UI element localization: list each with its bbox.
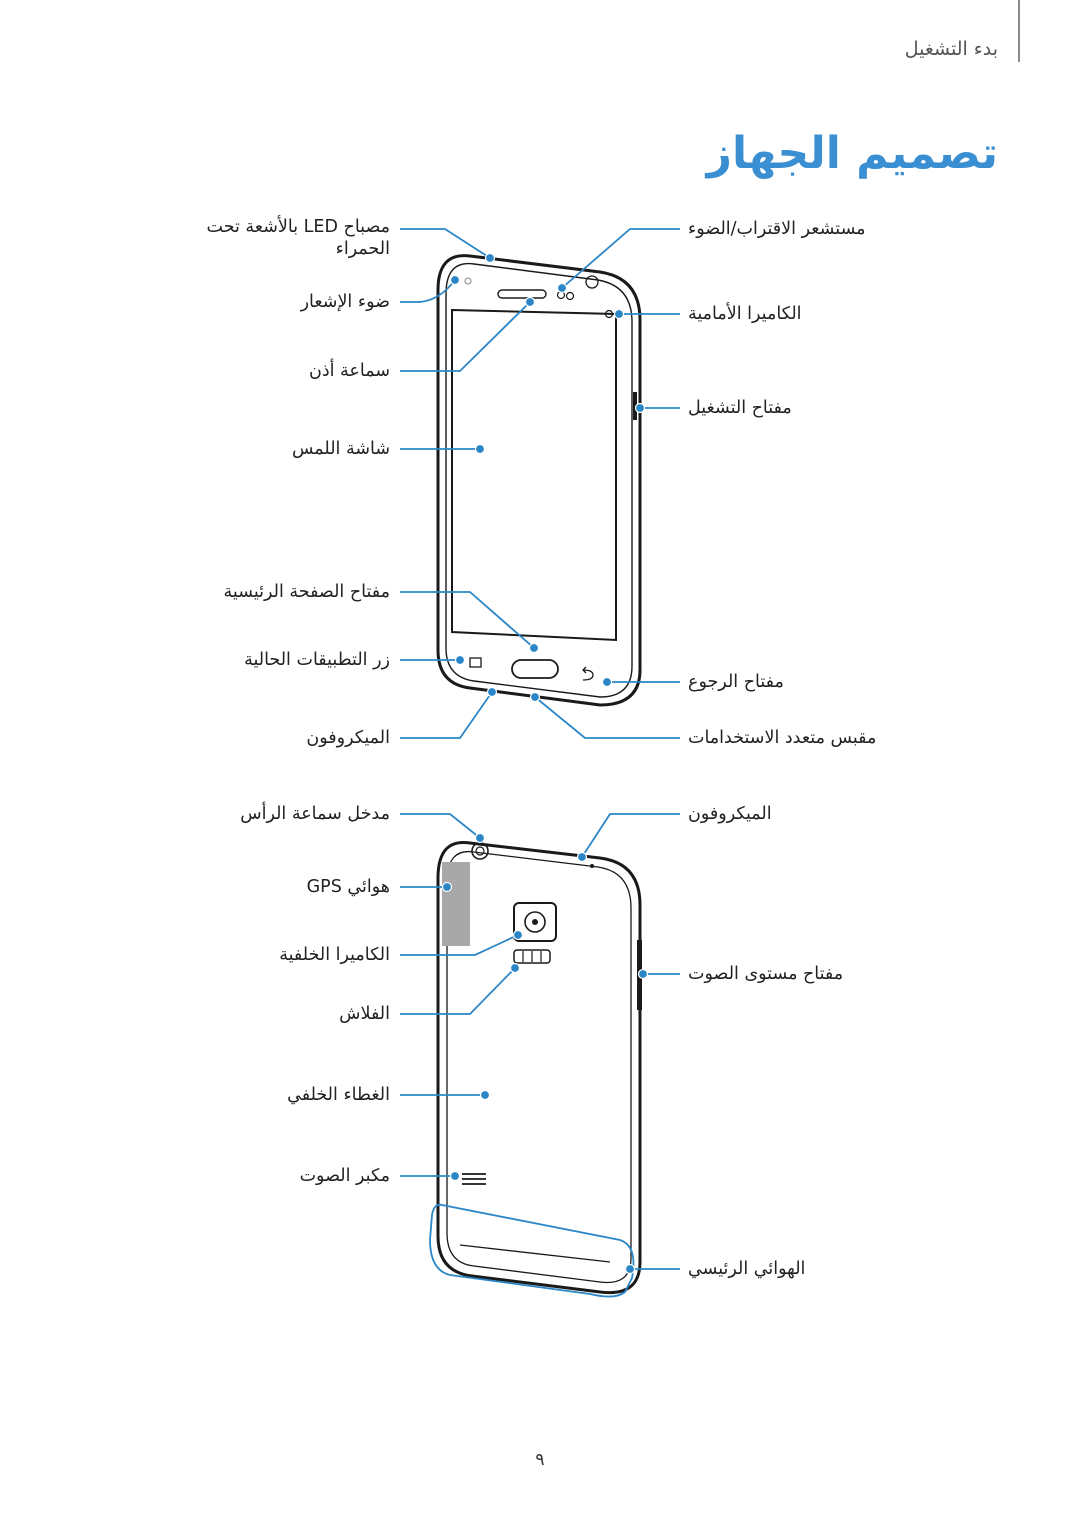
label-volume-key: مفتاح مستوى الصوت bbox=[688, 964, 844, 984]
label-front-camera: الكاميرا الأمامية bbox=[688, 304, 802, 324]
label-back-microphone: الميكروفون bbox=[688, 804, 772, 824]
back-device bbox=[436, 840, 642, 1295]
page-number: ٩ bbox=[535, 1450, 545, 1470]
label-proximity-sensor: مستشعر الاقتراب/الضوء bbox=[688, 219, 866, 239]
label-notification-light: ضوء الإشعار bbox=[300, 292, 390, 312]
label-back-cover: الغطاء الخلفي bbox=[287, 1085, 390, 1105]
label-main-antenna: الهوائي الرئيسي bbox=[688, 1259, 806, 1279]
label-gps-antenna: هوائي GPS bbox=[306, 877, 390, 897]
front-callouts bbox=[400, 228, 680, 739]
label-headset-jack: مدخل سماعة الرأس bbox=[240, 804, 390, 824]
back-callout-dots bbox=[441, 832, 649, 1275]
front-callout-dots bbox=[449, 252, 646, 703]
label-ir-led: مصباح LED بالأشعة تحت الحمراء bbox=[206, 217, 390, 259]
label-speaker: مكبر الصوت bbox=[299, 1166, 390, 1186]
label-multipurpose-jack: مقبس متعدد الاستخدامات bbox=[688, 728, 877, 748]
label-rear-camera: الكاميرا الخلفية bbox=[279, 945, 390, 965]
label-front-microphone: الميكروفون bbox=[306, 728, 390, 748]
label-home-key: مفتاح الصفحة الرئيسية bbox=[223, 582, 390, 602]
back-callouts bbox=[400, 813, 680, 1270]
main-antenna-outline bbox=[429, 1203, 635, 1298]
section-title: بدء التشغيل bbox=[904, 38, 998, 60]
label-flash: الفلاش bbox=[339, 1004, 390, 1024]
page-title: تصميم الجهاز bbox=[706, 128, 998, 179]
header-rule bbox=[1018, 0, 1020, 62]
label-power-key: مفتاح التشغيل bbox=[688, 398, 792, 418]
label-earpiece: سماعة أذن bbox=[308, 361, 390, 381]
label-touchscreen: شاشة اللمس bbox=[291, 439, 390, 459]
label-recent-apps: زر التطبيقات الحالية bbox=[244, 650, 390, 670]
label-back-key: مفتاح الرجوع bbox=[688, 672, 784, 692]
front-device bbox=[436, 254, 642, 707]
